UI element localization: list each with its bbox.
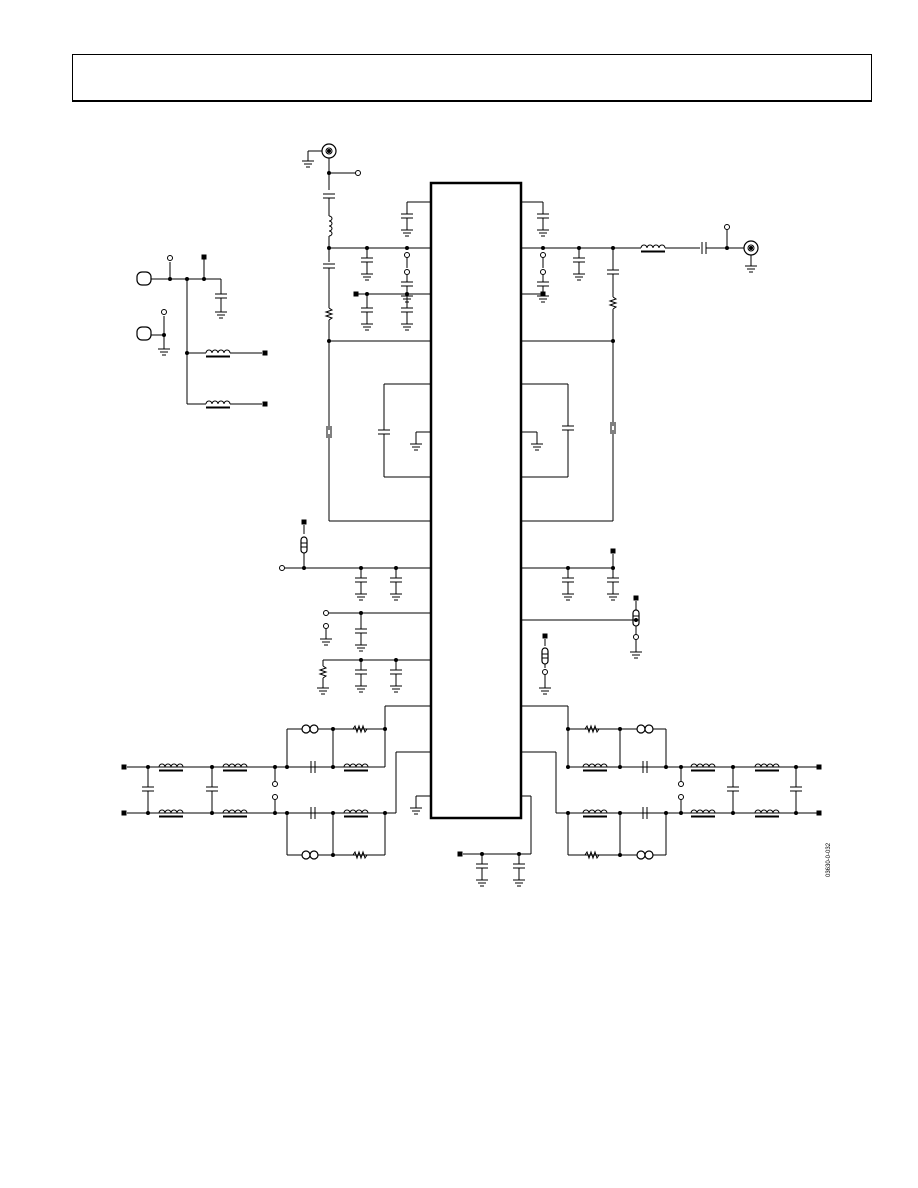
ferrite-bead [636,850,646,860]
inductor [582,809,608,814]
inductor [222,809,248,814]
inductor [158,809,184,814]
test-point [323,610,329,616]
ferrite-bead [644,850,654,860]
inductor [690,763,716,768]
inductor [690,809,716,814]
test-point [167,255,173,261]
figure-id-label: 03630-0-032 [826,842,832,877]
junction-dot [383,727,387,731]
test-point [355,170,361,176]
junction-dot [541,246,545,250]
ferrite-bead [301,850,311,860]
inductor [328,215,333,237]
test-point [404,269,410,275]
wire [352,724,368,734]
test-point [540,269,546,275]
junction-dot [327,149,331,153]
junction-dot [285,765,289,769]
terminal [201,254,207,260]
test-point [542,669,548,675]
inductor [343,809,369,814]
test-point [323,623,329,629]
wire [352,850,368,860]
inductor [205,400,231,405]
test-point [272,794,278,800]
wire [608,296,618,310]
test-point [272,781,278,787]
test-point [633,634,639,640]
ferrite-bead [541,647,549,665]
inductor [222,763,248,768]
terminal [121,764,127,770]
inductor [754,809,780,814]
junction-dot [664,765,668,769]
junction-dot [566,765,570,769]
junction-dot [405,246,409,250]
test-point [678,781,684,787]
header-box [72,54,872,102]
terminal [633,595,639,601]
test-point [724,224,730,230]
inductor [582,763,608,768]
terminal [457,851,463,857]
terminal [540,291,546,297]
junction-dot [331,765,335,769]
terminal [121,810,127,816]
test-point [540,252,546,258]
connector [136,326,152,341]
junction-dot [749,246,753,250]
junction-dot [618,765,622,769]
wire [584,724,600,734]
test-point [161,309,167,315]
terminal [816,810,822,816]
ferrite-bead [644,724,654,734]
ferrite-bead [309,850,319,860]
inductor [754,763,780,768]
terminal [262,401,268,407]
wire [584,850,600,860]
terminal [262,350,268,356]
test-point [678,794,684,800]
wire [318,665,328,679]
terminal [301,519,307,525]
terminal [542,633,548,639]
terminal [610,548,616,554]
inductor [343,763,369,768]
junction-dot [634,618,638,622]
ferrite-bead [300,536,308,554]
junction-dot [566,727,570,731]
chip-body [429,181,523,820]
terminal [816,764,822,770]
test-point [279,565,285,571]
ferrite-bead [301,724,311,734]
inductor [158,763,184,768]
inductor [205,349,231,354]
test-point [404,252,410,258]
wire [324,307,334,321]
connector [136,271,152,286]
inductor [640,244,666,249]
ferrite-bead [636,724,646,734]
junction-dot [302,566,306,570]
ferrite-bead [309,724,319,734]
